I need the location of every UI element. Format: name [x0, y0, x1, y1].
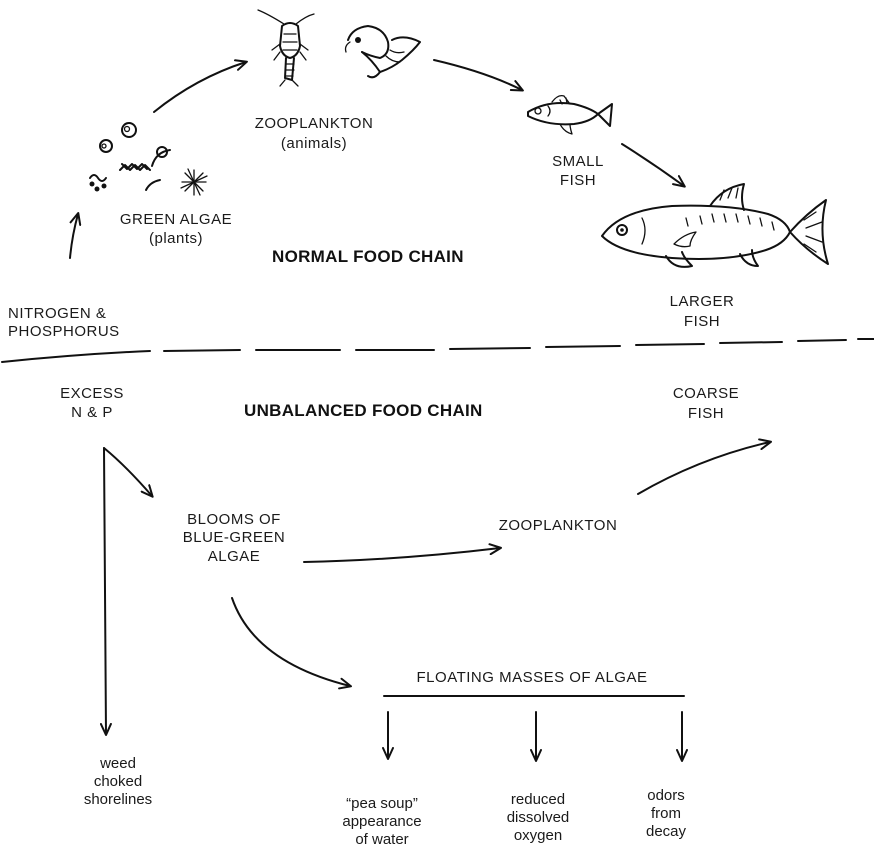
arrow-zooplankton-to-small-fish: [434, 60, 522, 90]
label-floating-masses: FLOATING MASSES OF ALGAE: [417, 669, 648, 686]
arrow-blooms-to-floating-masses: [232, 598, 350, 686]
arrow-algae-to-zooplankton: [154, 62, 246, 112]
arrow-excess-to-weeds: [104, 448, 106, 734]
large-fish-icon: [602, 184, 828, 267]
arrow-zooplankton-to-coarse-fish: [638, 442, 770, 494]
label-green-algae: GREEN ALGAE(plants): [120, 211, 232, 247]
section-divider: [2, 339, 874, 362]
label-zooplankton-animals: ZOOPLANKTON(animals): [255, 115, 374, 152]
unbalanced-chain-title: UNBALANCED FOOD CHAIN: [244, 401, 483, 420]
arrow-blooms-to-zooplankton: [304, 548, 500, 562]
normal-chain-title: NORMAL FOOD CHAIN: [272, 247, 464, 266]
label-nutrients: NITROGEN &PHOSPHORUS: [8, 305, 120, 340]
copepod-icon: [258, 10, 314, 86]
daphnia-icon: [346, 26, 421, 77]
arrow-nutrients-to-algae: [70, 214, 78, 258]
label-zooplankton: ZOOPLANKTON: [499, 517, 618, 534]
small-fish-icon: [528, 96, 612, 134]
algae-cluster-icon: [90, 123, 208, 195]
arrow-excess-to-blooms: [104, 448, 152, 496]
arrow-small-fish-to-larger-fish: [622, 144, 684, 186]
